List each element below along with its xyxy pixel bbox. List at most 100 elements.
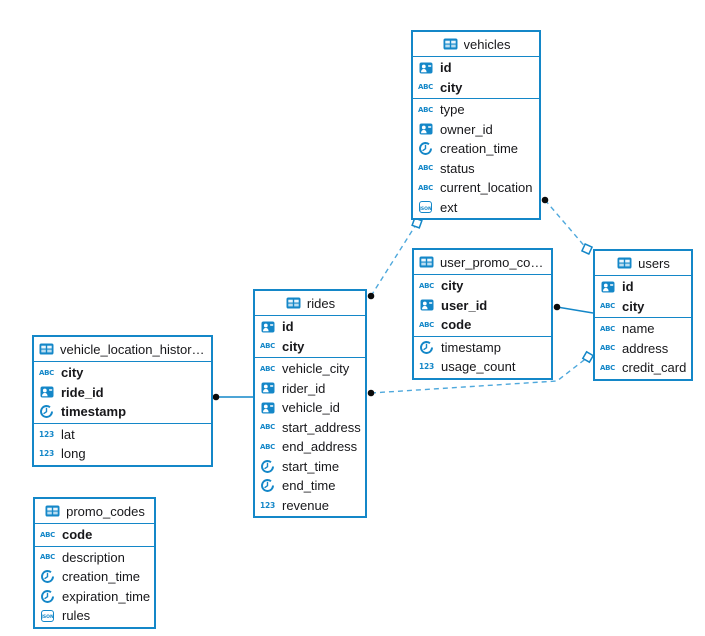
abc-icon: ABC: [600, 363, 615, 372]
column-name: rules: [62, 608, 91, 624]
column-name: city: [61, 365, 84, 381]
column-name: owner_id: [440, 121, 493, 137]
table-grid-icon: [442, 38, 459, 50]
column-name: start_time: [282, 458, 340, 474]
key-column-row[interactable]: id: [413, 58, 539, 78]
table-header[interactable]: vehicle_location_histories: [34, 337, 211, 362]
column-name: status: [440, 160, 475, 176]
relation-dot-endpoint: [367, 292, 375, 300]
id-card-icon: [417, 123, 434, 135]
column-row[interactable]: timestamp: [414, 338, 551, 358]
abc-icon: ABC: [260, 442, 275, 451]
column-row[interactable]: owner_id: [413, 120, 539, 140]
abc-icon: ABC: [260, 342, 275, 351]
abc-icon: ABC: [40, 553, 55, 562]
column-row[interactable]: expiration_time: [35, 587, 154, 607]
column-name: rider_id: [282, 380, 326, 396]
relation-user_promo_codes-user_id-users[interactable]: [556, 306, 594, 314]
column-row[interactable]: vehicle_id: [255, 398, 365, 418]
column-name: lat: [61, 426, 75, 442]
id-card-icon: [418, 299, 435, 311]
clock-icon: [417, 142, 434, 156]
key-column-row[interactable]: ride_id: [34, 383, 211, 403]
table-header[interactable]: rides: [255, 291, 365, 316]
column-row[interactable]: creation_time: [35, 567, 154, 587]
table-header[interactable]: vehicles: [413, 32, 539, 57]
column-name: end_time: [282, 478, 336, 494]
column-row[interactable]: start_time: [255, 457, 365, 477]
table-header[interactable]: promo_codes: [35, 499, 154, 524]
abc-icon: ABC: [600, 344, 615, 353]
json-icon: JSON: [39, 609, 56, 622]
id-card-icon: [417, 62, 434, 74]
123-icon: 123: [38, 429, 55, 439]
column-name: creation_time: [62, 569, 141, 585]
column-name: vehicle_id: [282, 400, 340, 416]
column-name: long: [61, 446, 86, 462]
table-header[interactable]: users: [595, 251, 691, 276]
123-icon: 123: [259, 500, 276, 510]
column-name: timestamp: [441, 339, 501, 355]
column-name: ride_id: [61, 384, 104, 400]
column-row[interactable]: 123 lat: [34, 425, 211, 445]
clock-icon: [38, 405, 55, 419]
relation-diamond-endpoint: [580, 242, 594, 256]
key-column-row[interactable]: timestamp: [34, 402, 211, 422]
id-card-icon: [259, 382, 276, 394]
column-row[interactable]: end_time: [255, 476, 365, 496]
key-column-row[interactable]: user_id: [414, 296, 551, 316]
key-column-row[interactable]: id: [595, 277, 691, 297]
table-name: users: [638, 255, 670, 271]
table-header[interactable]: user_promo_codes: [414, 250, 551, 275]
column-name: start_address: [282, 419, 361, 435]
abc-icon: ABC: [600, 324, 615, 333]
key-column-row[interactable]: id: [255, 317, 365, 337]
column-name: usage_count: [441, 359, 516, 375]
table-grid-icon: [38, 343, 55, 355]
relation-rides-vehicle_id-vehicles[interactable]: [370, 222, 418, 297]
column-row[interactable]: JSON rules: [35, 606, 154, 626]
column-row[interactable]: rider_id: [255, 379, 365, 399]
column-name: id: [440, 60, 452, 76]
column-name: expiration_time: [62, 588, 151, 604]
abc-icon: ABC: [418, 83, 433, 92]
table-grid-icon: [44, 505, 61, 517]
json-icon: JSON: [417, 201, 434, 214]
relation-vehicles-owner_id-users[interactable]: [544, 199, 588, 250]
column-row[interactable]: creation_time: [413, 139, 539, 159]
table-name: user_promo_codes: [440, 254, 547, 270]
abc-icon: ABC: [419, 281, 434, 290]
